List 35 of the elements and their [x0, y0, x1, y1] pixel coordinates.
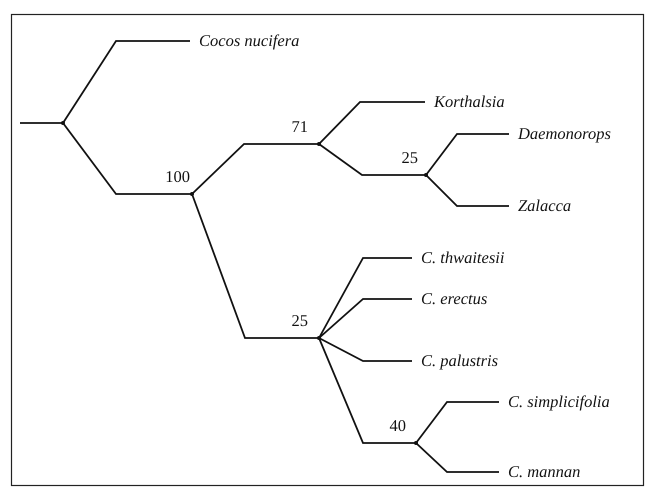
tree-branch: [318, 101, 425, 145]
taxon-label: C. simplicifolia: [499, 391, 610, 413]
branch-node: [190, 192, 194, 196]
tree-branch: [425, 133, 509, 176]
branch-node: [317, 336, 321, 340]
tree-branch: [318, 338, 414, 444]
support-value: 40: [390, 417, 406, 435]
support-value: 25: [402, 149, 418, 167]
support-value: 71: [292, 118, 308, 136]
taxon-label: Korthalsia: [425, 91, 505, 113]
support-value: 100: [165, 168, 190, 186]
tree-branch: [62, 40, 190, 124]
taxon-label: C. palustris: [412, 350, 498, 372]
branch-node: [317, 142, 321, 146]
tree-branch: [191, 194, 318, 339]
tree-branch: [318, 298, 412, 339]
taxon-label: Daemonorops: [509, 123, 611, 145]
tree-branch: [20, 122, 62, 124]
branch-node: [61, 121, 65, 125]
taxon-label: C. thwaitesii: [412, 247, 504, 269]
taxon-label: C. mannan: [499, 461, 580, 483]
branch-node: [414, 441, 418, 445]
branch-node: [424, 173, 428, 177]
tree-branch: [318, 257, 412, 338]
tree-branch: [425, 174, 509, 207]
tree-branch: [318, 337, 412, 362]
tree-branch: [415, 401, 499, 444]
support-value: 25: [292, 312, 308, 330]
taxon-label: C. erectus: [412, 288, 488, 310]
tree-branch: [191, 143, 318, 195]
taxon-label: Cocos nucifera: [190, 30, 300, 52]
tree-branch: [318, 143, 424, 176]
taxon-label: Zalacca: [509, 195, 572, 217]
tree-branch: [415, 442, 499, 473]
tree-branch: [62, 122, 190, 195]
